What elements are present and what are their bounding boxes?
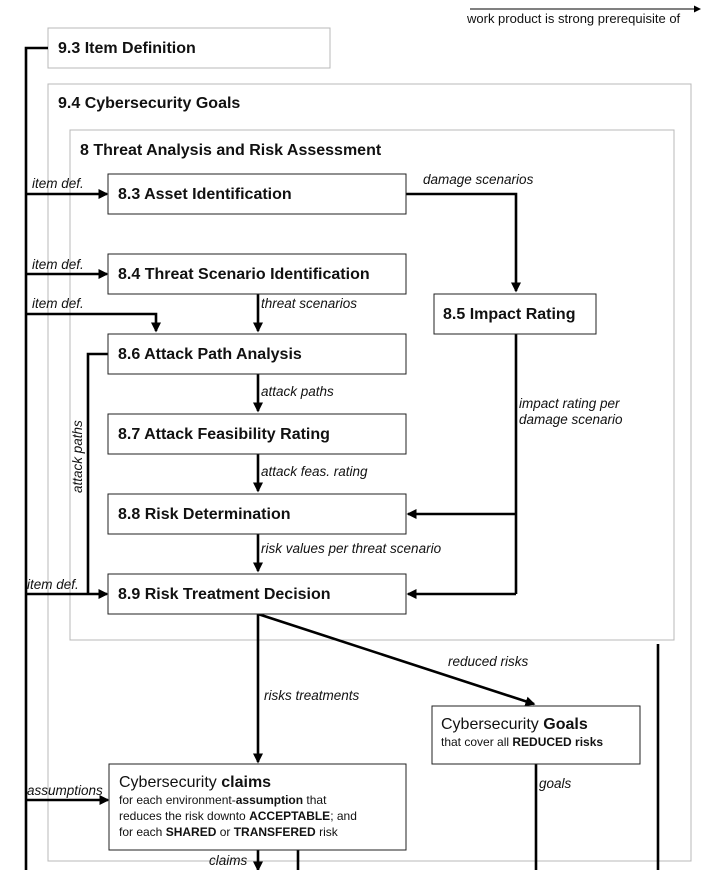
risk-determination-box	[107, 493, 407, 535]
label-impact-rating-line1: impact rating per	[519, 396, 620, 411]
asset-identification-box	[107, 173, 407, 215]
item-def-arrow-attack-path	[26, 312, 161, 333]
reduced-risks-arrow	[257, 612, 536, 707]
goals-box-title: Cybersecurity Goals	[441, 716, 588, 733]
impact-rating-title: 8.5 Impact Rating	[443, 306, 575, 323]
damage-scenarios-arrow	[406, 192, 521, 293]
label-damage-scenarios: damage scenarios	[423, 172, 534, 187]
attack-feasibility-box	[107, 413, 407, 455]
label-impact-rating-line2: damage scenario	[519, 412, 623, 427]
label-attack-paths: attack paths	[261, 384, 334, 399]
claims-box-line1: for each environment-assumption that	[119, 793, 327, 807]
label-attack-feas-rating: attack feas. rating	[261, 464, 368, 479]
attack-feasibility-title: 8.7 Attack Feasibility Rating	[118, 426, 330, 443]
attack-path-box	[107, 333, 407, 375]
threat-scenario-title: 8.4 Threat Scenario Identification	[118, 266, 370, 283]
claims-box-line2: reduces the risk downto ACCEPTABLE; and	[119, 809, 357, 823]
attack-path-title: 8.6 Attack Path Analysis	[118, 346, 302, 363]
cybersecurity-goals-frame-title: 9.4 Cybersecurity Goals	[58, 95, 240, 112]
claims-box-frame	[108, 763, 407, 851]
label-risks-treatments: risks treatments	[264, 688, 360, 703]
item-def-bus-line	[24, 46, 48, 870]
label-item-def-1: item def.	[32, 176, 84, 191]
label-risk-values: risk values per threat scenario	[261, 541, 442, 556]
label-item-def-2: item def.	[32, 257, 84, 272]
label-threat-scenarios: threat scenarios	[261, 296, 357, 311]
label-goals: goals	[539, 776, 572, 791]
label-item-def-3: item def.	[32, 296, 84, 311]
edge-labels: item def. item def. item def. item def. …	[27, 172, 623, 868]
goals-box: Cybersecurity Goals that cover all REDUC…	[431, 705, 641, 765]
risk-treatment-title: 8.9 Risk Treatment Decision	[118, 586, 331, 603]
legend: work product is strong prerequisite of	[466, 5, 701, 26]
risk-treatment-box	[107, 573, 407, 615]
impact-rating-box	[433, 293, 597, 335]
goals-box-subtitle: that cover all REDUCED risks	[441, 735, 603, 749]
label-assumptions: assumptions	[27, 783, 103, 798]
label-reduced-risks: reduced risks	[448, 654, 529, 669]
item-definition-title: 9.3 Item Definition	[58, 40, 196, 57]
item-definition-box	[47, 27, 331, 69]
attack-paths-feedback-line	[86, 352, 108, 594]
label-attack-paths-vertical: attack paths	[70, 420, 85, 493]
risk-determination-title: 8.8 Risk Determination	[118, 506, 291, 523]
tara-frame-title: 8 Threat Analysis and Risk Assessment	[80, 142, 382, 159]
label-claims: claims	[209, 853, 248, 868]
connectors	[24, 46, 660, 870]
asset-identification-title: 8.3 Asset Identification	[118, 186, 292, 203]
legend-text: work product is strong prerequisite of	[466, 11, 681, 26]
claims-box-line3: for each SHARED or TRANSFERED risk	[119, 825, 339, 839]
tara-frame	[69, 129, 675, 641]
claims-box: Cybersecurity claims for each environmen…	[108, 763, 407, 851]
goals-box-frame	[431, 705, 641, 765]
claims-box-title: Cybersecurity claims	[119, 774, 271, 791]
process-boxes: 8.3 Asset Identification 8.4 Threat Scen…	[107, 173, 597, 615]
label-item-def-4: item def.	[27, 577, 79, 592]
threat-scenario-box	[107, 253, 407, 295]
